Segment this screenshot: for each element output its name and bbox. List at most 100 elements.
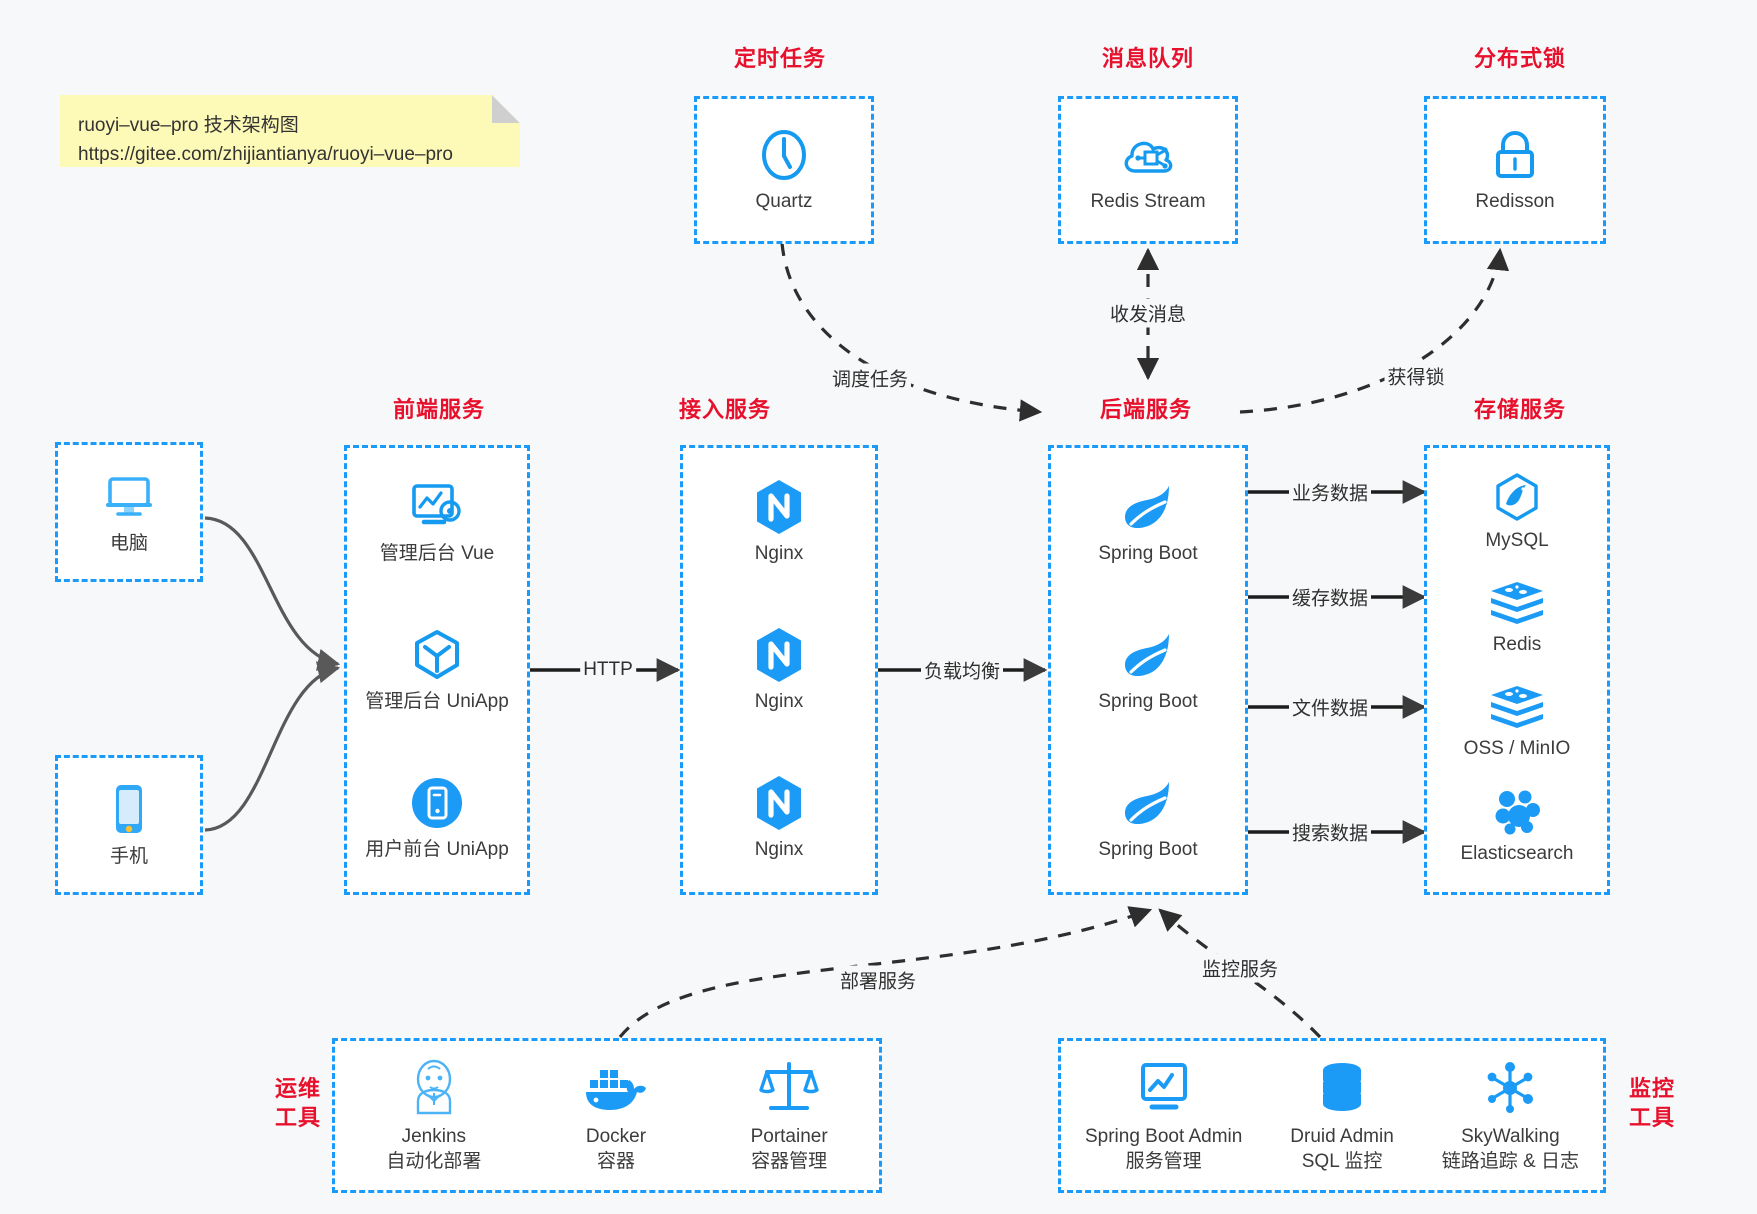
node-user-uniapp[interactable]: 用户前台 UniApp <box>365 774 509 863</box>
node-label-mysql: MySQL <box>1485 530 1549 552</box>
node-label-portainer: Portainer 容器管理 <box>750 1125 828 1172</box>
node-docker[interactable]: Docker 容器 <box>584 1057 648 1174</box>
node-label-admin-uniapp: 管理后台 UniApp <box>365 690 509 712</box>
node-label-skywalking: SkyWalking 链路追踪 & 日志 <box>1441 1125 1579 1172</box>
node-spring-boot-admin[interactable]: Spring Boot Admin 服务管理 <box>1085 1057 1242 1174</box>
node-label-redis-stream: Redis Stream <box>1090 190 1206 212</box>
node-nginx-1[interactable]: Nginx <box>752 478 806 567</box>
nginx-icon <box>752 626 806 684</box>
cloud-stream-icon <box>1119 126 1177 184</box>
node-elasticsearch[interactable]: Elasticsearch <box>1461 786 1574 867</box>
edge-phone-to-frontend <box>204 661 341 832</box>
edge-label-business-data: 业务数据 <box>1288 477 1372 507</box>
group-backend: Spring Boot Spring Boot Spring Boot <box>1048 445 1248 895</box>
skywalking-icon <box>1481 1057 1539 1119</box>
node-spring-boot-2[interactable]: Spring Boot <box>1098 626 1198 715</box>
group-gateway: Nginx Nginx Nginx <box>680 445 878 895</box>
phone-icon <box>110 781 148 839</box>
node-desktop[interactable]: 电脑 <box>102 468 156 557</box>
node-redis[interactable]: Redis <box>1489 579 1545 658</box>
node-redis-stream[interactable]: Redis Stream <box>1090 126 1206 215</box>
node-mysql[interactable]: MySQL <box>1485 473 1549 554</box>
node-skywalking[interactable]: SkyWalking 链路追踪 & 日志 <box>1442 1057 1579 1174</box>
node-nginx-3[interactable]: Nginx <box>752 774 806 863</box>
node-label-redisson: Redisson <box>1475 190 1555 212</box>
group-message-queue: Redis Stream <box>1058 96 1238 244</box>
node-admin-vue[interactable]: 管理后台 Vue <box>380 478 494 567</box>
edge-label-acquire-lock: 获得锁 <box>1384 361 1448 391</box>
note-line-1: ruoyi–vue–pro 技术架构图 <box>78 115 299 136</box>
node-redisson[interactable]: Redisson <box>1475 126 1555 215</box>
edge-label-search-data: 搜索数据 <box>1288 817 1372 847</box>
node-label-spring-boot-2: Spring Boot <box>1098 690 1198 712</box>
spring-boot-admin-icon <box>1134 1057 1194 1119</box>
elasticsearch-icon <box>1491 786 1543 836</box>
group-distributed-lock: Redisson <box>1424 96 1606 244</box>
edge-label-load-balance: 负载均衡 <box>920 655 1004 685</box>
note-fold-corner <box>492 95 520 123</box>
group-title-gateway: 接入服务 <box>678 397 771 422</box>
dashboard-vue-icon <box>408 478 466 536</box>
edge-acquire-lock <box>1239 247 1510 414</box>
node-label-quartz: Quartz <box>755 190 813 212</box>
node-label-spring-boot-3: Spring Boot <box>1098 838 1198 860</box>
node-label-jenkins: Jenkins 自动化部署 <box>386 1125 482 1172</box>
clock-icon <box>756 126 812 184</box>
node-admin-uniapp[interactable]: 管理后台 UniApp <box>365 626 509 715</box>
node-label-phone: 手机 <box>109 845 148 867</box>
node-label-oss-minio: OSS / MinIO <box>1463 737 1571 759</box>
mobile-app-icon <box>409 774 465 832</box>
uniapp-cube-icon <box>409 626 465 684</box>
mysql-icon <box>1492 473 1542 523</box>
group-scheduled-task: Quartz <box>694 96 874 244</box>
node-jenkins[interactable]: Jenkins 自动化部署 <box>386 1057 481 1174</box>
group-title-backend: 后端服务 <box>1099 397 1192 422</box>
edge-label-monitor-service: 监控服务 <box>1198 953 1282 983</box>
node-label-spring-boot-admin: Spring Boot Admin 服务管理 <box>1084 1125 1243 1172</box>
node-druid-admin[interactable]: Druid Admin SQL 监控 <box>1290 1057 1394 1174</box>
group-title-storage: 存储服务 <box>1473 397 1566 422</box>
redis-icon <box>1489 579 1545 627</box>
node-label-nginx-2: Nginx <box>754 690 804 712</box>
edge-desktop-to-frontend <box>204 516 341 671</box>
group-title-message-queue: 消息队列 <box>1101 46 1194 71</box>
node-label-nginx-3: Nginx <box>754 838 804 860</box>
node-oss-minio[interactable]: OSS / MinIO <box>1463 683 1571 762</box>
node-label-spring-boot-1: Spring Boot <box>1098 542 1198 564</box>
desktop-icon <box>102 468 156 526</box>
node-phone[interactable]: 手机 <box>110 781 148 870</box>
node-label-nginx-1: Nginx <box>754 542 804 564</box>
spring-boot-icon <box>1119 478 1177 536</box>
edge-label-http: HTTP <box>580 658 636 682</box>
druid-db-icon <box>1314 1057 1370 1119</box>
edge-label-send-receive-message: 收发消息 <box>1106 298 1190 328</box>
group-title-frontend: 前端服务 <box>392 397 485 422</box>
oss-minio-icon <box>1489 683 1545 731</box>
group-devops: Jenkins 自动化部署 Docker 容器 <box>332 1038 882 1193</box>
group-client-desktop: 电脑 <box>55 442 203 582</box>
note-line-2: https://gitee.com/zhijiantianya/ruoyi–vu… <box>78 144 453 166</box>
node-quartz[interactable]: Quartz <box>755 126 813 215</box>
node-label-redis: Redis <box>1492 633 1542 655</box>
group-title-monitoring: 监控 工具 <box>1628 1076 1675 1130</box>
node-spring-boot-1[interactable]: Spring Boot <box>1098 478 1198 567</box>
group-title-devops: 运维 工具 <box>274 1076 321 1130</box>
node-label-elasticsearch: Elasticsearch <box>1460 843 1574 865</box>
group-title-scheduled-task: 定时任务 <box>733 46 826 71</box>
node-portainer[interactable]: Portainer 容器管理 <box>751 1057 828 1174</box>
node-nginx-2[interactable]: Nginx <box>752 626 806 715</box>
node-label-desktop: 电脑 <box>109 532 148 554</box>
edge-label-cache-data: 缓存数据 <box>1288 582 1372 612</box>
edge-label-deploy-service: 部署服务 <box>836 965 920 995</box>
node-label-admin-vue: 管理后台 Vue <box>379 542 495 564</box>
group-storage: MySQL Redis <box>1424 445 1610 895</box>
node-label-docker: Docker 容器 <box>585 1125 647 1172</box>
group-monitoring: Spring Boot Admin 服务管理 Druid Admin SQL 监… <box>1058 1038 1606 1193</box>
group-client-phone: 手机 <box>55 755 203 895</box>
jenkins-icon <box>404 1057 464 1119</box>
node-label-user-uniapp: 用户前台 UniApp <box>365 838 509 860</box>
edge-label-file-data: 文件数据 <box>1288 692 1372 722</box>
node-spring-boot-3[interactable]: Spring Boot <box>1098 774 1198 863</box>
portainer-icon <box>759 1057 819 1119</box>
